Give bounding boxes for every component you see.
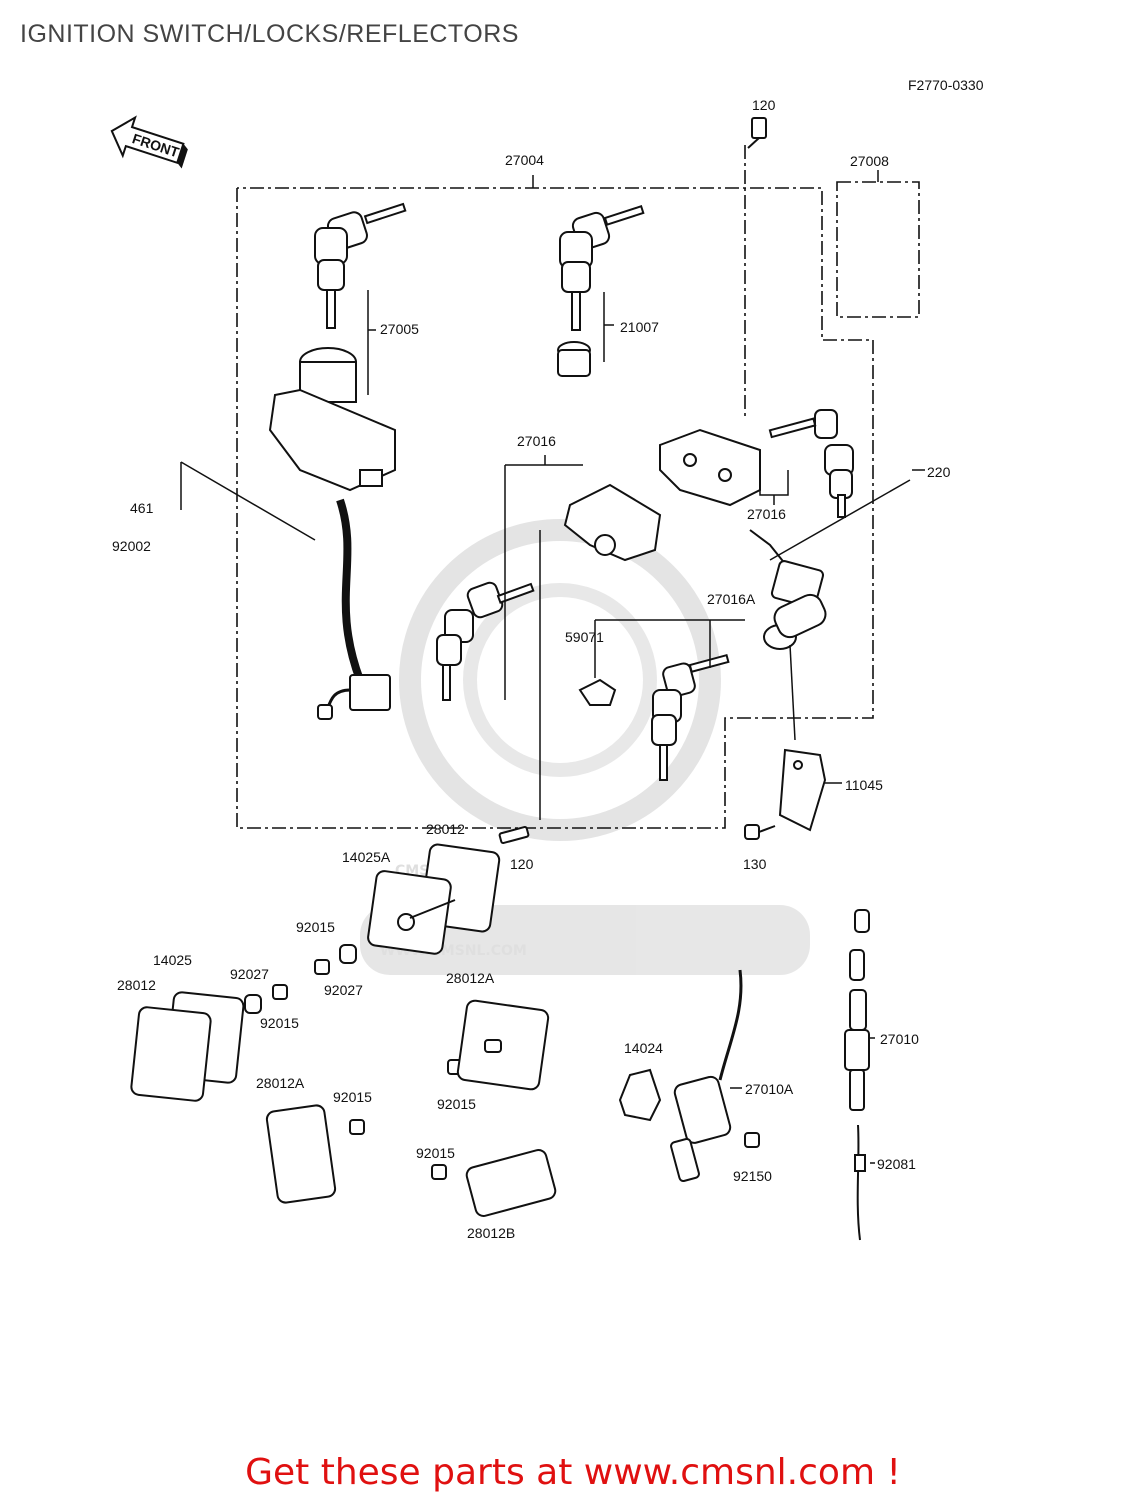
lock-assembly-27016A [578,529,827,781]
nuts-and-collars [244,944,463,1180]
kit-boundary-27004 [236,145,920,829]
page-title: IGNITION SWITCH/LOCKS/REFLECTORS [20,20,519,48]
bolt-120-top [747,117,767,149]
part-label-92015-e: 92015 [416,1145,455,1161]
part-label-27016-right: 27016 [747,506,786,522]
part-label-27004: 27004 [505,152,544,168]
part-label-27010: 27010 [880,1031,919,1047]
part-label-11045: 11045 [845,777,883,793]
part-labels: 120 27004 27008 27005 21007 27016 27016 … [112,97,951,1241]
part-label-28012A-left: 28012A [256,1075,305,1091]
part-label-461: 461 [130,500,154,516]
key-set-21007 [557,205,645,377]
part-label-59071: 59071 [565,629,604,645]
part-label-92002: 92002 [112,538,151,554]
part-label-27008: 27008 [850,153,889,169]
part-label-92015-a: 92015 [296,919,335,935]
key-set-27005 [314,202,407,329]
reflector-28012A-left [265,1104,337,1204]
part-label-28012-left: 28012 [117,977,156,993]
front-arrow-icon: FRONT [110,115,188,169]
reflector-28012-left [130,991,245,1102]
part-label-92015-b: 92015 [260,1015,299,1031]
cmsnl-link[interactable]: Get these parts at www.cmsnl.com ! [245,1452,901,1493]
part-label-92015-d: 92015 [333,1089,372,1105]
seat-lock-27016 [436,483,662,701]
part-label-92015-c: 92015 [437,1096,476,1112]
part-label-28012A-mid: 28012A [446,970,495,986]
part-label-21007: 21007 [620,319,659,335]
part-label-220: 220 [927,464,951,480]
part-label-130: 130 [743,856,767,872]
bolt-120-bottom [498,825,530,845]
parts-diagram: CMS WWW.CMSNL.COM F2770-0330 FRONT [110,77,984,1241]
bracket-11045 [744,748,827,840]
reflector-28012A-mid [456,999,550,1091]
part-label-27005: 27005 [380,321,419,337]
part-label-14025: 14025 [153,952,192,968]
part-label-27016A: 27016A [707,591,756,607]
ignition-switch [268,347,396,720]
switch-27010 [844,909,870,1241]
part-label-120-bottom: 120 [510,856,534,872]
leader-lines [180,290,925,1164]
part-label-14025A: 14025A [342,849,391,865]
part-label-27010A: 27010A [745,1081,794,1097]
figure-ref: F2770-0330 [908,77,984,93]
reflector-14025A [367,843,501,955]
helmet-lock-27016 [659,409,854,518]
switch-27010A [670,969,760,1183]
part-label-92027-a: 92027 [324,982,363,998]
part-label-14024: 14024 [624,1040,663,1056]
part-label-92027-b: 92027 [230,966,269,982]
cover-14024 [618,1068,662,1122]
footer-promo: Get these parts at www.cmsnl.com ! [0,1452,1146,1493]
part-label-92150: 92150 [733,1168,772,1184]
part-label-28012B: 28012B [467,1225,515,1241]
part-label-120-top: 120 [752,97,776,113]
reflector-28012B [465,1149,557,1217]
part-label-28012-top: 28012 [426,821,465,837]
part-label-92081: 92081 [877,1156,916,1172]
part-label-27016-mid: 27016 [517,433,556,449]
